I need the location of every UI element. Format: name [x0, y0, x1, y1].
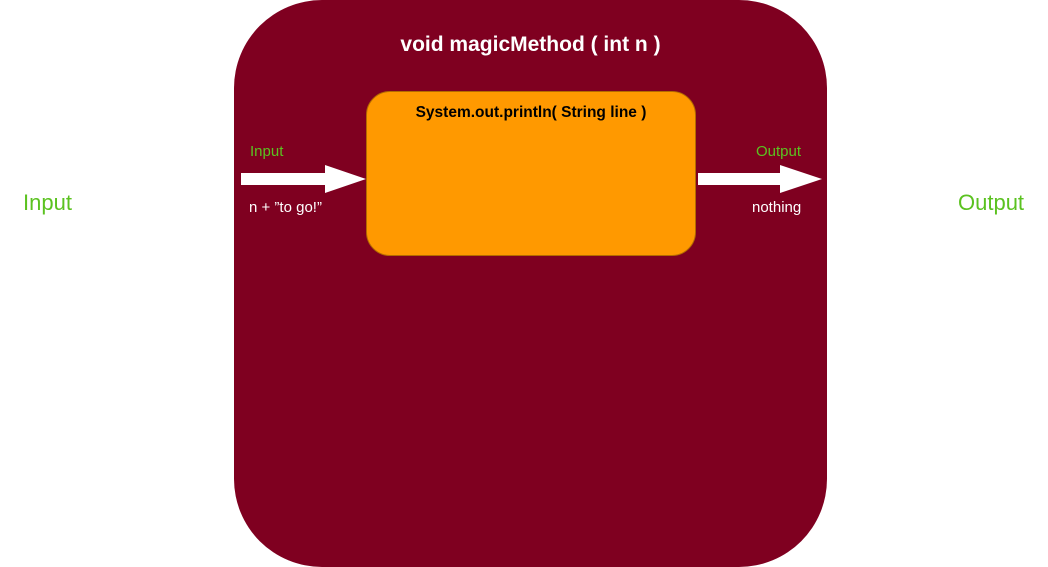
println-box: System.out.println( String line ) [366, 91, 696, 256]
outer-input-label: Input [23, 190, 72, 215]
input-arrow [241, 165, 366, 193]
println-signature: System.out.println( String line ) [415, 104, 647, 121]
input-value: n + ”to go!” [249, 199, 322, 216]
inner-input-label: Input [250, 143, 284, 160]
method-box: void magicMethod ( int n ) Input n + ”to… [234, 0, 827, 567]
output-arrow-shape [698, 165, 822, 193]
inner-output-label: Output [756, 143, 802, 160]
output-arrow [698, 165, 822, 193]
input-arrow-shape [241, 165, 366, 193]
output-value: nothing [752, 199, 802, 216]
method-signature: void magicMethod ( int n ) [400, 33, 661, 56]
outer-output-label: Output [958, 190, 1025, 215]
